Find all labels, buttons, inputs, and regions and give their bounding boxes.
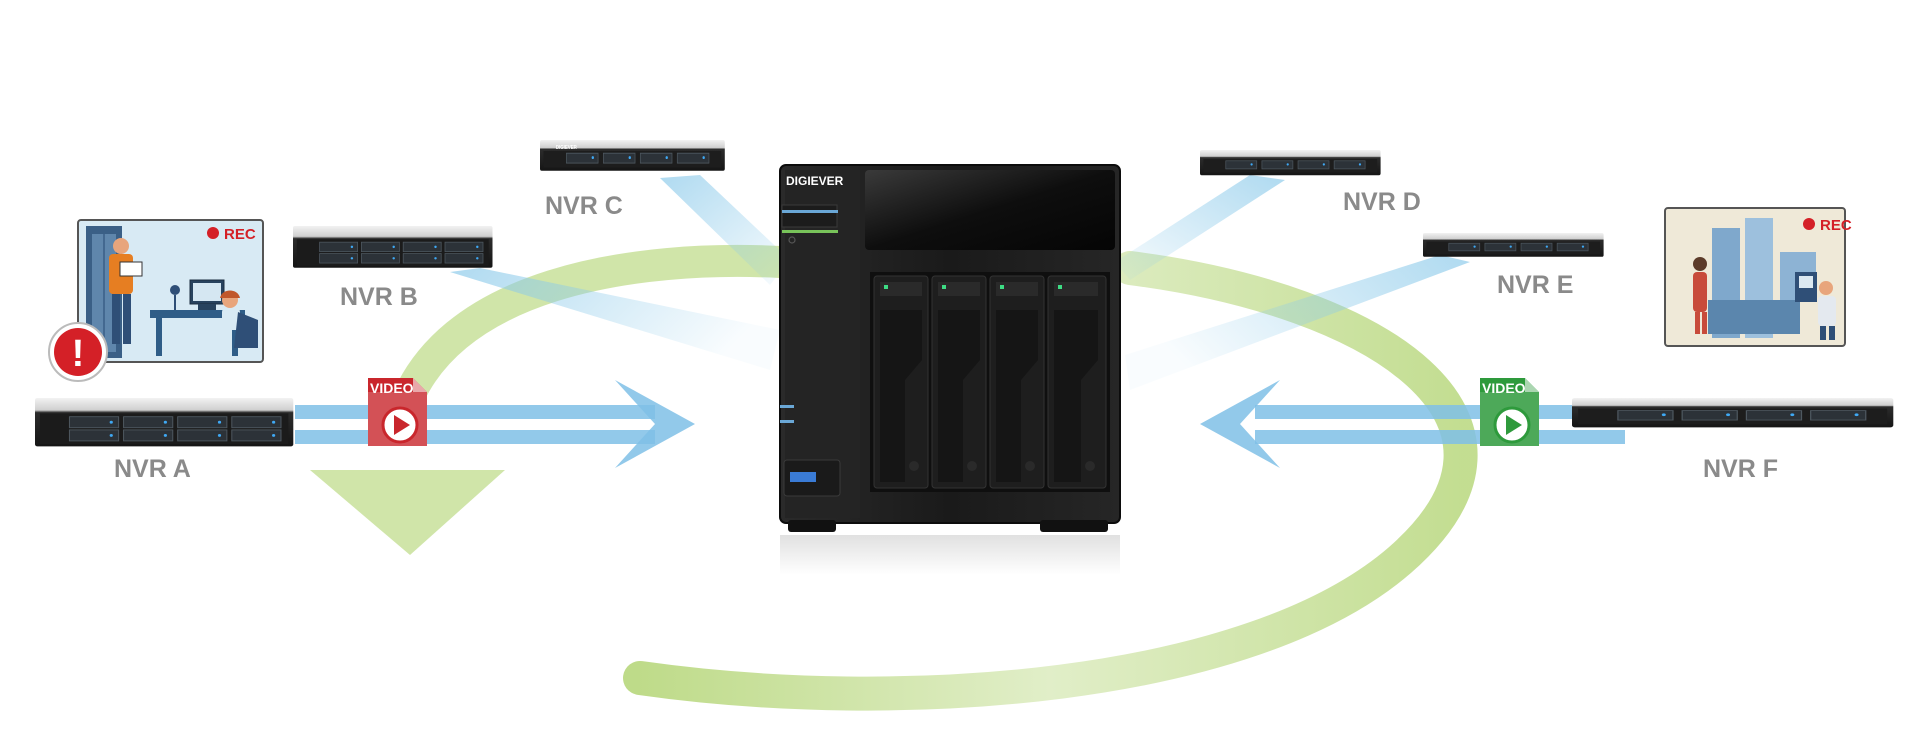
exclamation-alert-icon: ! xyxy=(48,322,108,382)
video-label: VIDEO xyxy=(1482,380,1526,396)
nvr-a-label: NVR A xyxy=(114,455,191,483)
drive-bay xyxy=(873,275,929,489)
rec-label: REC xyxy=(224,226,256,243)
nas-brand: DIGIEVER xyxy=(786,174,844,188)
sync-beams xyxy=(450,175,1470,390)
nvr-f-label: NVR F xyxy=(1703,455,1778,483)
rec-label: REC xyxy=(1820,217,1852,234)
video-label: VIDEO xyxy=(370,380,414,396)
nvr-b-device xyxy=(292,225,493,269)
transfer-arrow-f xyxy=(1200,380,1625,468)
drive-bay xyxy=(931,275,987,489)
drive-bay xyxy=(1047,275,1107,489)
nvr-d-label: NVR D xyxy=(1343,188,1421,216)
transfer-arrow-a xyxy=(295,380,695,468)
rack-brand: DIGIEVER xyxy=(556,144,577,151)
nvr-b-label: NVR B xyxy=(340,283,418,311)
nvr-e-label: NVR E xyxy=(1497,271,1573,299)
rec-dot-icon xyxy=(207,227,219,239)
svg-text:!: ! xyxy=(72,333,85,375)
nvr-c-device: DIGIEVER xyxy=(539,139,726,172)
video-file-icon: VIDEO xyxy=(368,378,427,446)
nvr-a-device xyxy=(34,397,294,448)
rec-dot-icon xyxy=(1803,218,1815,230)
nvr-e-device xyxy=(1422,232,1605,258)
nvr-f-device xyxy=(1571,397,1895,429)
surveillance-scene-f: REC xyxy=(1664,207,1852,347)
nvr-c-label: NVR C xyxy=(545,192,623,220)
video-file-icon: VIDEO xyxy=(1480,378,1539,446)
nvr-d-device xyxy=(1199,149,1382,176)
nas-device: DIGIEVER xyxy=(779,164,1121,575)
drive-bay xyxy=(989,275,1045,489)
